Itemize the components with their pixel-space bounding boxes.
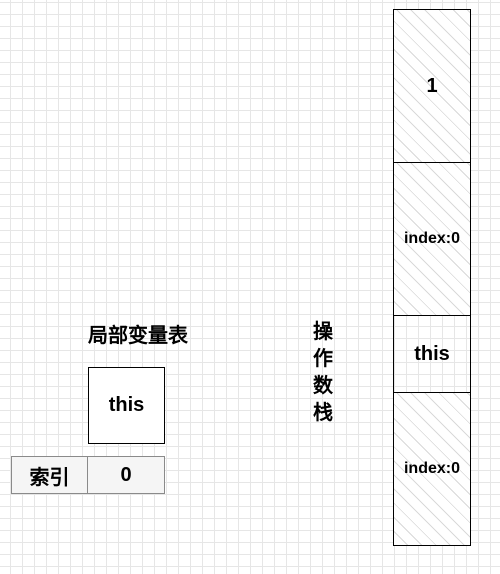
operand-stack-slot: 1 [394, 10, 470, 163]
operand-stack-slot: index:0 [394, 393, 470, 545]
operand-stack-label-char: 作 [313, 346, 333, 370]
index-value-0: 0 [88, 456, 165, 494]
operand-stack-label-char: 操 [313, 319, 333, 343]
operand-stack-slot: this [394, 316, 470, 393]
operand-stack: 1 index:0 this index:0 [393, 9, 471, 546]
local-variable-slot-0: this [88, 367, 165, 444]
operand-stack-label-char: 栈 [313, 400, 333, 424]
operand-stack-slot: index:0 [394, 163, 470, 316]
local-variable-table-title: 局部变量表 [88, 323, 188, 347]
operand-stack-label: 操 作 数 栈 [308, 318, 338, 426]
index-row: 索引 0 [11, 456, 165, 494]
operand-stack-label-char: 数 [313, 373, 333, 397]
index-label: 索引 [11, 456, 88, 494]
